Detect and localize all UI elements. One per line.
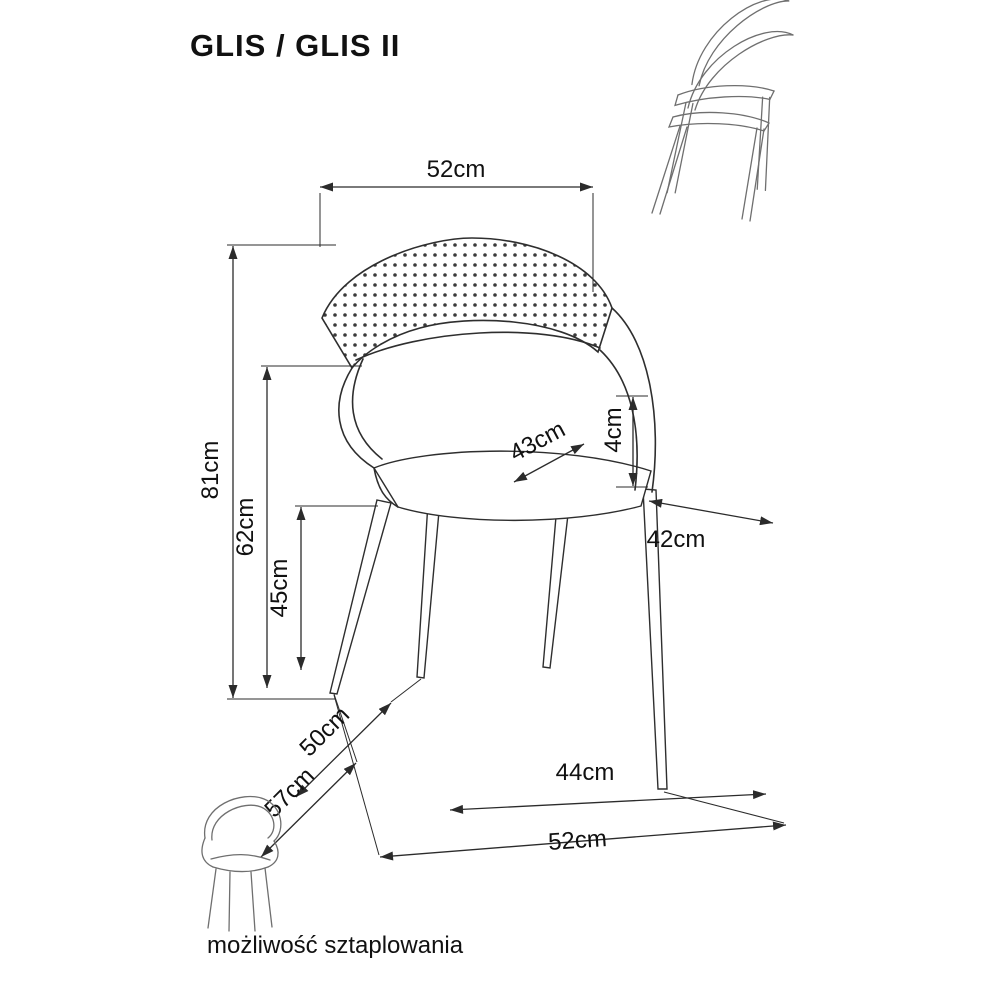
chair-drawing — [321, 237, 668, 790]
dim-seat-depth-label: 50cm — [294, 701, 355, 762]
stacking-caption: możliwość sztaplowania — [207, 932, 464, 959]
dim-base-width: 52cm — [379, 821, 787, 861]
dim-total-depth-label: 57cm — [259, 762, 320, 823]
dim-seat-width-back: 42cm — [647, 498, 774, 553]
dim-front-width: 44cm — [449, 759, 767, 814]
chair-leg-front-right — [542, 504, 570, 669]
dim-seat-width-back-label: 42cm — [647, 526, 706, 553]
dim-total-height: 81cm — [197, 246, 238, 698]
mini-chair-sketch — [201, 795, 282, 932]
dim-back-height-label: 62cm — [232, 498, 259, 557]
dim-top-width: 52cm — [320, 156, 593, 192]
dim-total-depth: 57cm — [259, 762, 357, 858]
dim-top-width-label: 52cm — [427, 156, 486, 183]
chair-backrest-mesh — [321, 237, 613, 370]
chair-arm-right — [611, 307, 657, 493]
dim-total-height-label: 81cm — [197, 441, 224, 500]
chair-leg-front-left — [329, 499, 392, 695]
dim-back-height: 62cm — [232, 367, 272, 688]
dim-arm-drop: 4cm — [600, 397, 638, 486]
stacked-chairs-sketch — [647, 0, 809, 222]
chair-seat — [372, 450, 652, 522]
dim-seat-height: 45cm — [266, 507, 306, 670]
chair-arm-left — [338, 367, 375, 469]
page-title: GLIS / GLIS II — [190, 28, 400, 63]
dim-front-width-label: 44cm — [556, 759, 615, 786]
dim-base-width-label: 52cm — [547, 825, 607, 856]
dim-seat-height-label: 45cm — [266, 559, 293, 618]
dim-arm-drop-label: 4cm — [600, 407, 627, 452]
